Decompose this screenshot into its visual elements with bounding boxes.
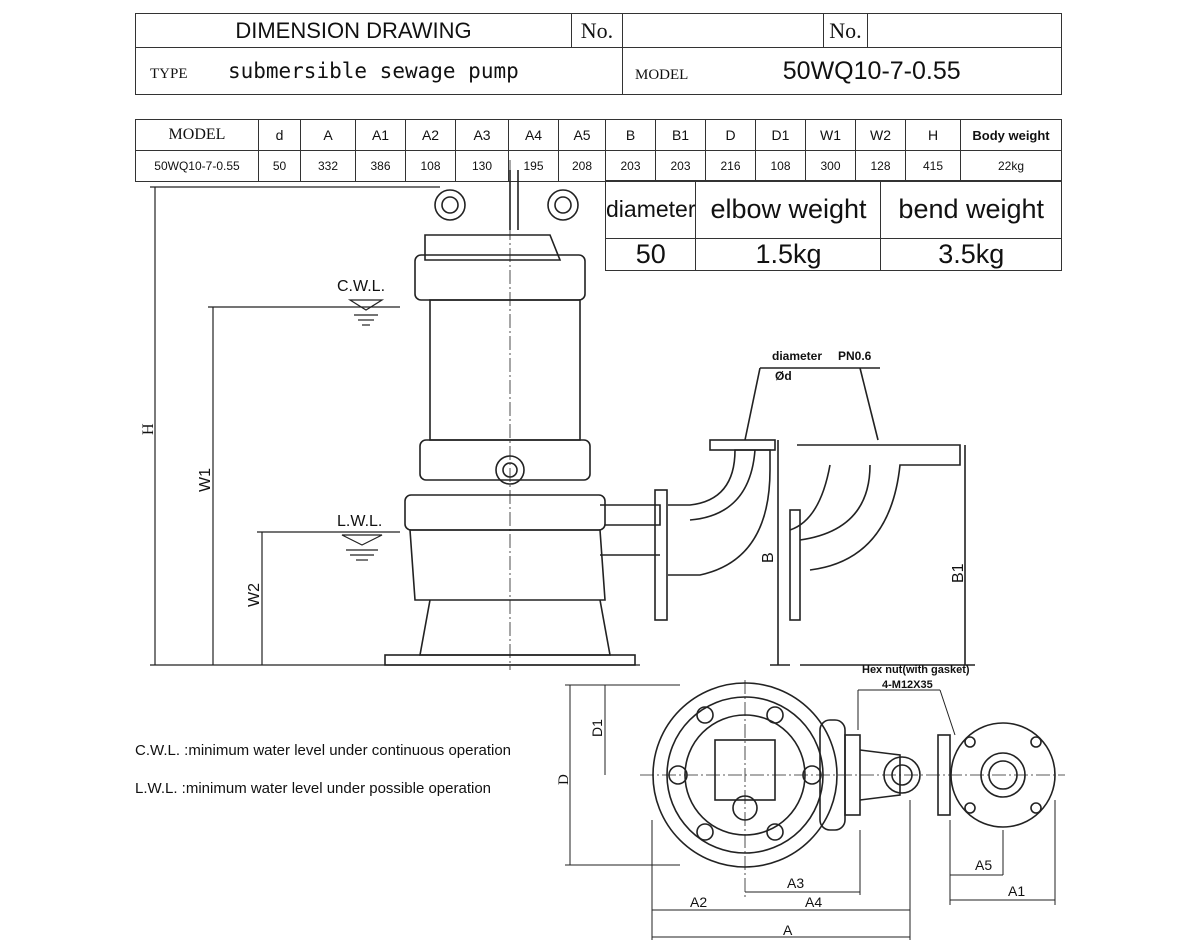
spec-value: 300 [805,150,856,182]
weight-header-bend: bend weight [880,180,1062,239]
hex-nut-label: Hex nut(with gasket) [862,664,970,676]
spec-value: 108 [405,150,456,182]
dim-A4: A4 [805,894,822,910]
elbow-drawing [668,367,790,666]
spec-header: W2 [855,119,906,151]
type-label: TYPE [150,66,188,82]
spec-header: d [258,119,301,151]
spec-value-row: 50WQ10-7-0.55 50 332 386 108 130 195 208… [135,150,1062,182]
type-cell: TYPE submersible sewage pump [135,47,623,95]
spec-value: 415 [905,150,961,182]
weight-value-elbow: 1.5kg [695,238,882,271]
dim-W2: W2 [246,583,263,607]
weight-value-bend: 3.5kg [880,238,1062,271]
dim-W1: W1 [197,468,214,492]
dim-B: B [760,552,777,563]
model-value: 50WQ10-7-0.55 [782,56,961,85]
spec-value: 332 [300,150,356,182]
bend-drawing [760,367,975,666]
dim-A5: A5 [975,857,992,873]
type-value: submersible sewage pump [227,59,519,83]
dim-B1: B1 [950,563,967,583]
dim-A1: A1 [1008,883,1025,899]
dim-A2: A2 [690,894,707,910]
spec-header: D [705,119,756,151]
spec-value: 208 [558,150,606,182]
dim-H: H [140,423,157,435]
spec-value: 386 [355,150,406,182]
dim-A: A [783,922,793,938]
spec-header: W1 [805,119,856,151]
drawing-title: DIMENSION DRAWING [135,13,572,48]
cwl-marker-icon [347,299,385,326]
weight-header-diameter: diameter [604,180,697,239]
dimension-lines-left [150,186,640,666]
model-label: MODEL [635,66,689,83]
title-block: DIMENSION DRAWING No. No. TYPE submersib… [135,13,1062,95]
lwl-marker-icon [341,534,383,561]
flange-label-diameter: diameter [772,349,822,363]
spec-header: A2 [405,119,456,151]
spec-value: 22kg [960,150,1062,182]
lwl-label: L.W.L. [337,513,382,530]
weight-table: diameter elbow weight bend weight 50 1.5… [604,180,1062,271]
dim-A3: A3 [787,875,804,891]
pump-top-view [640,680,1065,900]
dimension-lines-bottom [565,684,1056,940]
pump-side-view [384,160,668,670]
no-value-2 [867,13,1062,48]
cwl-note: C.W.L. :minimum water level under contin… [135,742,512,759]
spec-header: B1 [655,119,706,151]
spec-header-row: MODEL d A A1 A2 A3 A4 A5 B B1 D D1 W1 W2… [135,119,1062,151]
model-cell: MODEL 50WQ10-7-0.55 [622,47,1062,95]
weight-value-diameter: 50 [604,238,697,271]
spec-value: 203 [655,150,706,182]
spec-header: D1 [755,119,806,151]
dim-D: D [556,774,572,785]
spec-table: MODEL d A A1 A2 A3 A4 A5 B B1 D D1 W1 W2… [135,119,1062,182]
lwl-note: L.W.L. :minimum water level under possib… [135,780,492,797]
bolt-label: 4-M12X35 [882,679,933,691]
spec-header: H [905,119,961,151]
flange-label-od: Ød [775,369,792,383]
no-label-1: No. [571,13,623,48]
dim-D1: D1 [589,719,605,737]
no-label-2: No. [823,13,868,48]
flange-label-pn: PN0.6 [838,349,872,363]
cwl-label: C.W.L. [337,278,385,295]
spec-value: 195 [508,150,559,182]
spec-value: 50 [258,150,301,182]
